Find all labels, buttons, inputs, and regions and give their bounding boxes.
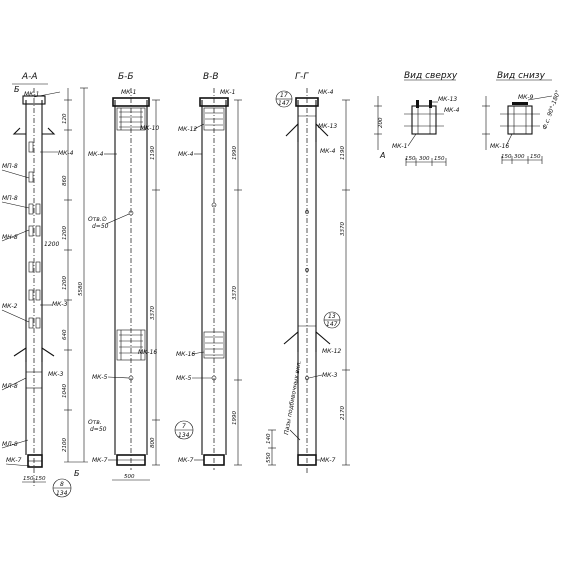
gg-mark-3: МК-4	[320, 148, 336, 155]
bb-mark-6: МК-7	[92, 457, 108, 464]
gg-dim-3: 2170	[340, 406, 346, 420]
vv-callout-sheet: 134	[178, 432, 190, 439]
top-dim-200: 200	[378, 117, 384, 128]
aa-dim-ticks	[64, 87, 88, 463]
bb-dim-3: 800	[150, 437, 156, 448]
gg-mark-6: МК-7	[320, 457, 336, 464]
vv-dim-2: 3370	[232, 286, 238, 300]
bottom-dim-300: 300	[514, 154, 525, 160]
section-vv: В-В МК-1 МК-12 МК-4 МК-16 МК-5 МК-7	[174, 72, 242, 470]
bb-top-rebar	[116, 107, 146, 131]
section-bb-title: Б-Б	[118, 72, 134, 82]
gg-mark-2: МК-13	[318, 123, 337, 130]
bb-mark-1: МК-1	[121, 89, 136, 96]
vv-mark-4: МК-16	[176, 351, 195, 358]
gg-callout2-sheet: 147	[326, 321, 338, 328]
aa-mark-4: МП-8	[2, 195, 18, 202]
gg-mark-1: МК-4	[318, 89, 334, 96]
aa-dim-total: 5580	[78, 282, 84, 296]
aa-dim-f: 1040	[62, 384, 68, 398]
section-aa-side-top: Б	[14, 85, 20, 94]
bb-mark-2: МК-10	[140, 125, 159, 132]
aa-dim-e: 640	[62, 329, 68, 340]
bb-mark-5: МК-5	[92, 374, 108, 381]
bottom-dim-150a: 150	[501, 154, 512, 160]
aa-dim-g: 2100	[62, 438, 68, 452]
aa-dim-c: 1200	[62, 226, 68, 240]
bb-mark-3: МК-4	[88, 151, 104, 158]
bottom-note: Ф.с. 90°-180°	[541, 89, 562, 130]
section-vv-title: В-В	[203, 72, 219, 82]
bb-mark-4: МК-16	[138, 349, 157, 356]
aa-mark-6: МК-2	[2, 303, 18, 310]
bb-bottom-dim: 500	[124, 474, 135, 480]
aa-mark-11: МК-7	[6, 457, 22, 464]
top-dim-300: 300	[419, 156, 430, 162]
section-gg: Г-Г МК-4 МК-13 МК-4 МК-12 МК-3 МК-7 17 1…	[266, 72, 350, 475]
vv-dim-1: 1990	[232, 146, 238, 160]
gg-dim-1: 1190	[340, 146, 346, 160]
vv-dim-3: 1990	[232, 411, 238, 425]
gg-callout1-num: 17	[280, 92, 288, 99]
bottom-dim-150b: 150	[530, 154, 541, 160]
vv-mark-3: МК-4	[178, 151, 194, 158]
bb-dim-1: 1190	[150, 146, 156, 160]
aa-mark-8: МК-3	[48, 371, 64, 378]
bottom-mark-2: МК-16	[490, 143, 509, 150]
vv-callout-num: 7	[182, 423, 186, 430]
aa-mark-2: МК-4	[58, 150, 74, 157]
bb-mid-rebar	[116, 329, 146, 361]
gg-dim-2: 3370	[340, 222, 346, 236]
top-mark-3: МК-1	[392, 143, 407, 150]
gg-callout1-sheet: 147	[278, 100, 290, 107]
section-aa-openings	[28, 141, 41, 329]
aa-mark-9: МЛ-8	[2, 383, 18, 390]
top-dim-150b: 150	[434, 156, 445, 162]
section-aa-title: А-А	[21, 72, 38, 82]
section-aa: А-А Б	[1, 72, 88, 498]
vv-mark-5: МК-5	[176, 375, 192, 382]
vv-mid-rebar	[203, 331, 225, 359]
aa-mark-1: МК-1	[24, 91, 39, 98]
gg-callout2-num: 13	[328, 313, 336, 320]
bb-note-3: Отв.	[88, 419, 102, 426]
aa-bottom-dim-2: 150	[35, 476, 46, 482]
top-side-label: А	[379, 151, 385, 160]
section-gg-title: Г-Г	[295, 72, 309, 82]
section-aa-side-bottom: Б	[74, 469, 80, 478]
vv-mark-1: МК-1	[220, 89, 235, 96]
top-mark-2: МК-4	[444, 107, 460, 114]
aa-dim-a: 120	[62, 113, 68, 124]
gg-mark-5: МК-3	[322, 372, 338, 379]
view-bottom-title: Вид снизу	[497, 71, 546, 81]
view-top-title: Вид сверху	[404, 71, 458, 81]
bottom-mark-1: МК-9	[518, 94, 534, 101]
gg-note: Пазы подбивочных вкл.	[283, 360, 303, 435]
bb-note-4: d=50	[90, 426, 107, 433]
vv-top-rebar	[203, 107, 225, 131]
aa-bottom-dim-1: 150	[23, 476, 34, 482]
gg-dim-5: 550	[266, 452, 272, 463]
bb-note-2: d=50	[92, 223, 109, 230]
aa-dim-b: 860	[62, 175, 68, 186]
aa-mark-3: МП-8	[2, 163, 18, 170]
view-top: Вид сверху МК-13 МК-4 МК-1 200 А 150 300…	[374, 71, 460, 166]
aa-callout-num: 8	[60, 481, 64, 488]
top-mark-1: МК-13	[438, 96, 457, 103]
aa-dim-d: 1200	[62, 276, 68, 290]
vv-mark-6: МК-7	[178, 457, 194, 464]
aa-callout-sheet: 134	[56, 490, 68, 497]
gg-mark-4: МК-12	[322, 348, 341, 355]
bb-dim-2: 3370	[150, 306, 156, 320]
bb-note-1: Отв.∅	[88, 216, 107, 223]
section-bb: Б-Б МК-1 МК-10 МК-4 О	[88, 72, 160, 481]
top-dim-150a: 150	[405, 156, 416, 162]
aa-mark-10: МЛ-8	[2, 441, 18, 448]
view-bottom: Вид снизу МК-9 МК-16 Ф.с. 90°-180° 150 3…	[482, 71, 562, 164]
gg-dim-4: 140	[266, 433, 272, 444]
vv-mark-2: МК-12	[178, 126, 197, 133]
aa-mark-7: МК-3	[52, 301, 68, 308]
aa-dim-1200: 1200	[44, 241, 59, 248]
